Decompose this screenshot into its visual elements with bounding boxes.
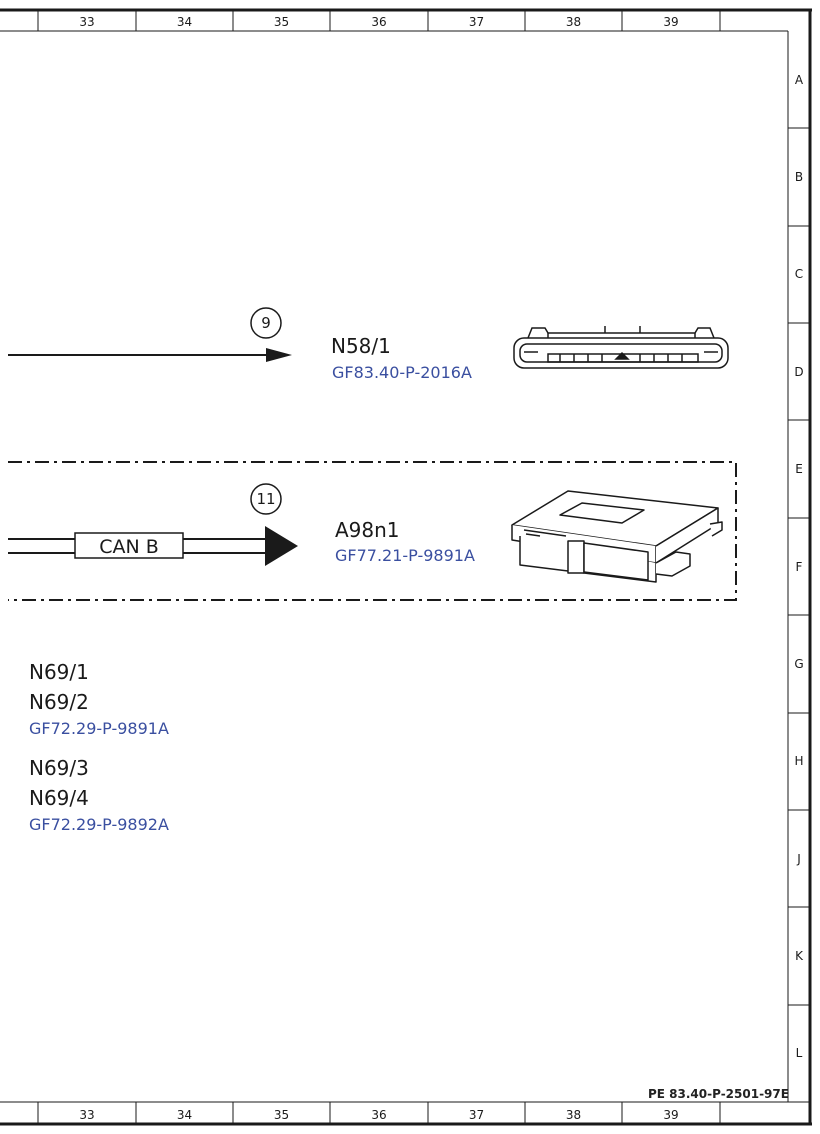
row-label-D: D [794,365,803,379]
can-b-label: CAN B [99,536,159,558]
connection-11: 11 CAN B [8,483,298,566]
bottom-column-label-39: 39 [663,1108,678,1122]
connection-9-number: 9 [261,314,271,332]
top-column-label-33: 33 [79,15,94,29]
component-n69-3: N69/3 [29,756,89,780]
bottom-column-label-38: 38 [566,1108,581,1122]
reference-link-a98n1[interactable]: GF77.21-P-9891A [335,546,475,565]
row-label-K: K [795,949,804,963]
top-column-label-39: 39 [663,15,678,29]
connection-9-circle [250,307,282,339]
component-n69-2: N69/2 [29,690,89,714]
bottom-column-label-37: 37 [469,1108,484,1122]
signal-arrow-11 [265,526,298,566]
control-module-picture [511,490,723,583]
connection-11-number: 11 [256,490,275,508]
reference-link-n69-group-2[interactable]: GF72.29-P-9892A [29,815,169,834]
component-a98n1: A98n1 [335,518,400,542]
row-label-C: C [795,267,803,281]
top-column-label-36: 36 [371,15,386,29]
row-label-J: J [796,852,801,866]
bottom-column-label-36: 36 [371,1108,386,1122]
connection-11-circle [250,483,282,515]
top-column-label-34: 34 [177,15,192,29]
top-column-label-38: 38 [566,15,581,29]
row-label-E: E [795,462,803,476]
component-n69-4: N69/4 [29,786,89,810]
control-panel-picture [513,326,729,369]
bottom-column-label-35: 35 [274,1108,289,1122]
can-b-label-box [74,532,184,559]
signal-arrow-9 [266,348,292,362]
component-n58-1: N58/1 [331,334,391,358]
reference-link-n69-group-1[interactable]: GF72.29-P-9891A [29,719,169,738]
row-label-L: L [796,1046,803,1060]
top-column-label-35: 35 [274,15,289,29]
row-label-F: F [796,560,803,574]
row-label-H: H [794,754,803,768]
document-id: PE 83.40-P-2501-97E [648,1087,789,1101]
dash-dot-enclosure [8,461,737,601]
row-label-B: B [795,170,803,184]
connection-9: 9 [8,307,292,362]
component-n69-1: N69/1 [29,660,89,684]
row-label-G: G [794,657,803,671]
bottom-column-label-34: 34 [177,1108,192,1122]
top-column-label-37: 37 [469,15,484,29]
bottom-column-label-33: 33 [79,1108,94,1122]
row-label-A: A [795,73,804,87]
reference-link-n58-1[interactable]: GF83.40-P-2016A [332,363,472,382]
